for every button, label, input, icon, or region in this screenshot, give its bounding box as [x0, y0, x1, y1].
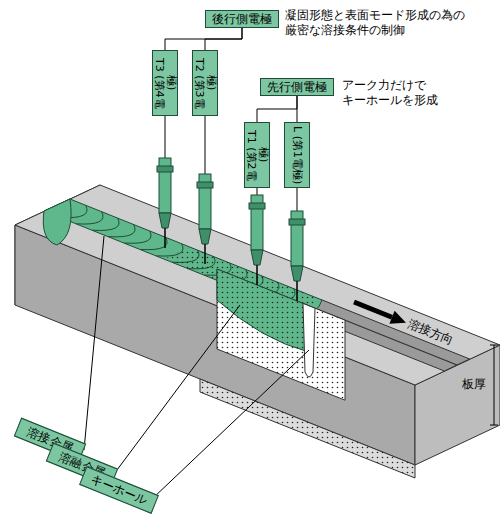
- electrode-label: T1 (第2電極): [244, 122, 270, 188]
- node-text: T1 (第2電極): [245, 124, 269, 186]
- node-text: キーホール: [89, 472, 150, 507]
- torch-collar: [249, 203, 265, 209]
- tree-connector: [165, 28, 242, 50]
- electrode-wire: [256, 265, 258, 285]
- electrode-wire: [296, 281, 298, 301]
- electrode-wire: [164, 228, 166, 248]
- dimension-label: 板厚: [462, 377, 492, 392]
- direction-arrow-head: [389, 311, 406, 324]
- backing-slab: [200, 379, 415, 478]
- part-tag: キーホール: [79, 466, 159, 514]
- torch-collar: [157, 166, 173, 172]
- direction-label: 溶接方向: [405, 317, 466, 353]
- tree-connector: [257, 96, 297, 122]
- cutaway-section: [217, 269, 345, 400]
- node-text: 先行側電極: [267, 80, 327, 94]
- electrode-group-box: 後行側電極: [205, 10, 279, 28]
- note-text: アーク力だけでキーホールを形成: [342, 78, 440, 108]
- torch-collar: [289, 219, 305, 225]
- tag-leader: [114, 305, 240, 474]
- torch-nozzle: [159, 213, 171, 228]
- torch-nozzle: [251, 250, 263, 265]
- tree-connector: [205, 28, 242, 50]
- node-text: T2 (第3電極): [193, 52, 217, 114]
- tree-connector: [297, 96, 298, 122]
- tag-leader: [152, 350, 309, 499]
- tag-leader: [84, 236, 104, 450]
- dimension-line: [494, 345, 495, 425]
- electrode-label: L (第1電極): [284, 122, 310, 188]
- electrode-group-box: 先行側電極: [260, 78, 334, 96]
- leader-line: [205, 116, 206, 174]
- electrode-torches: [157, 116, 305, 301]
- backing-flux: [200, 379, 415, 478]
- leader-line: [297, 188, 298, 211]
- node-text: L (第1電極): [291, 126, 303, 184]
- torch-nozzle: [291, 266, 303, 281]
- node-text: 後行側電極: [212, 12, 272, 26]
- keyhole: [303, 303, 315, 377]
- node-text: T3 (第4電極): [153, 52, 177, 114]
- torch-collar: [197, 182, 213, 188]
- direction-arrow-shaft: [354, 302, 392, 317]
- leader-line: [165, 116, 166, 158]
- torch-nozzle: [199, 229, 211, 244]
- cutaway-flux: [217, 269, 345, 400]
- weld-section: [43, 199, 71, 245]
- electrode-label: T3 (第4電極): [152, 50, 178, 116]
- electrode-wire: [204, 244, 206, 264]
- leader-line: [257, 188, 258, 195]
- note-text: 凝固形態と表面モード形成の為の厳密な溶接条件の制御: [285, 8, 471, 38]
- electrode-label: T2 (第3電極): [192, 50, 218, 116]
